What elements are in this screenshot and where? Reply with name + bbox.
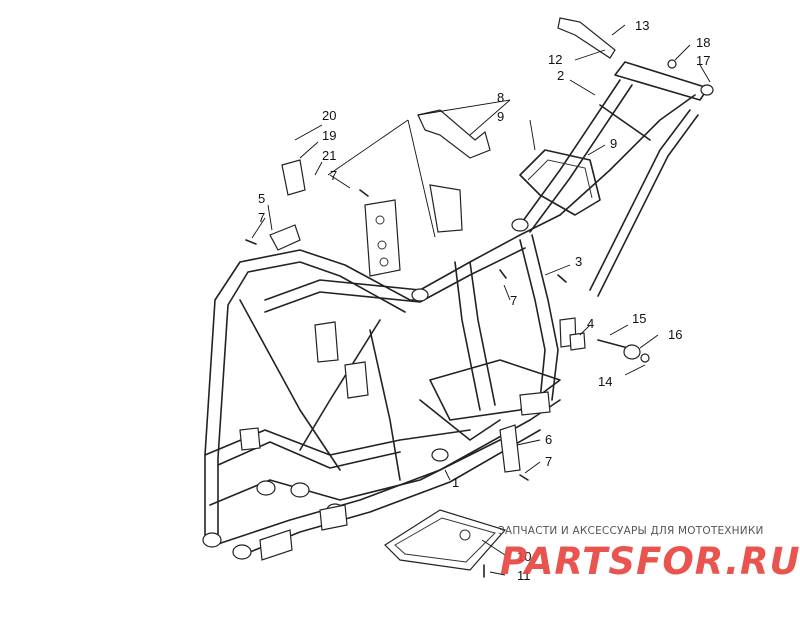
callout-16: 16 xyxy=(668,327,682,342)
callout-18: 18 xyxy=(696,35,710,50)
callout-19: 19 xyxy=(322,128,336,143)
callout-7: 7 xyxy=(258,210,265,225)
callout-9: 9 xyxy=(610,136,617,151)
clamp-19 xyxy=(281,159,306,196)
leader-lines xyxy=(251,24,711,576)
bracket-6 xyxy=(499,424,521,473)
spacer-16 xyxy=(623,344,641,360)
callout-11: 11 xyxy=(517,568,531,583)
callout-7: 7 xyxy=(330,168,337,183)
callout-1: 1 xyxy=(452,475,459,490)
callout-numbers: 1 2 3 4 5 6 7 7 7 7 8 9 9 10 11 12 13 14… xyxy=(258,18,710,583)
grommet-17 xyxy=(700,84,714,96)
callout-5: 5 xyxy=(258,191,265,206)
callout-2: 2 xyxy=(557,68,564,83)
callout-12: 12 xyxy=(548,52,562,67)
watermark-logo: PARTSFOR.RU xyxy=(500,540,800,583)
callout-20: 20 xyxy=(322,108,336,123)
callout-15: 15 xyxy=(632,311,646,326)
watermark-text: ЗАПЧАСТИ И АКСЕССУАРЫ ДЛЯ МОТОТЕХНИКИ xyxy=(498,525,764,537)
nut-18 xyxy=(667,59,677,69)
callout-13: 13 xyxy=(635,18,649,33)
bolt-15 xyxy=(597,339,629,349)
callout-14: 14 xyxy=(598,374,612,389)
bushing-4 xyxy=(569,332,586,351)
callout-4: 4 xyxy=(587,316,594,331)
callout-17: 17 xyxy=(696,53,710,68)
callout-3: 3 xyxy=(575,254,582,269)
callout-21: 21 xyxy=(322,148,336,163)
bracket-5 xyxy=(269,224,301,251)
main-frame xyxy=(202,61,709,561)
loose-parts xyxy=(245,17,714,578)
callout-8: 8 xyxy=(497,90,504,105)
callout-10: 10 xyxy=(517,549,531,564)
callout-7: 7 xyxy=(510,293,517,308)
callout-9: 9 xyxy=(497,109,504,124)
bracket-8 xyxy=(417,109,491,159)
plate-12 xyxy=(557,17,616,59)
callout-6: 6 xyxy=(545,432,552,447)
callout-7: 7 xyxy=(545,454,552,469)
